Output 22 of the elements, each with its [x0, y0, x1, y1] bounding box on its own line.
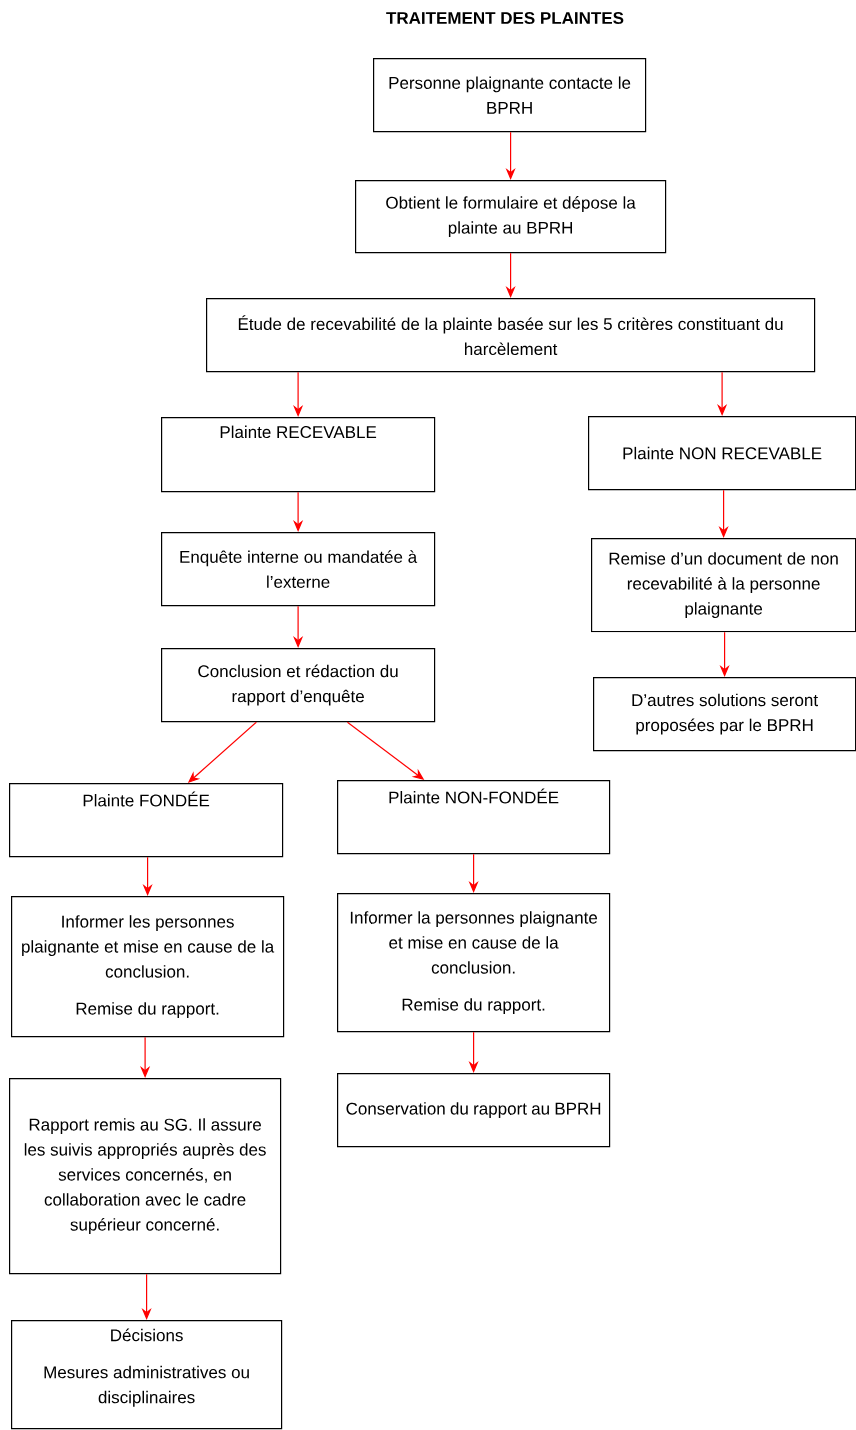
process-box: Personne plaignante contacte le BPRH	[373, 58, 647, 133]
process-box: Plainte RECEVABLE	[161, 417, 436, 493]
arrow	[140, 1036, 151, 1078]
process-box: D’autres solutions seront proposées par le BPRH	[593, 677, 856, 752]
arrow	[293, 371, 304, 417]
process-box: Étude de recevabilité de la plainte basée sur les 5 critères constituant du harcèlement	[206, 298, 816, 373]
process-box: Informer la personnes plaignante et mise en cause de la conclusion. Remise du rapport.	[337, 893, 611, 1033]
process-box: Rapport remis au SG. Il assure les suivis appropriés auprès des services concernés, en collaboration avec le cadre supérieur concerné.	[9, 1078, 282, 1275]
process-box: Informer les personnes plaignante et mise en cause de la conclusion. Remise du rapport.	[11, 896, 285, 1038]
process-box: Conservation du rapport au BPRH	[337, 1073, 611, 1148]
title: TRAITEMENT DES PLAINTES	[386, 12, 624, 24]
arrow	[293, 491, 304, 532]
arrow	[717, 371, 728, 416]
process-box: Enquête interne ou mandatée à l’externe	[161, 532, 436, 607]
process-box: Décisions Mesures administratives ou disciplinaires	[11, 1320, 283, 1430]
process-box: Obtient le formulaire et dépose la plainte au BPRH	[355, 180, 667, 254]
process-box: Plainte NON-FONDÉE	[337, 780, 611, 855]
arrow	[293, 605, 304, 648]
process-box: Conclusion et rédaction du rapport d’enquête	[161, 648, 436, 723]
process-box: Plainte NON RECEVABLE	[588, 416, 856, 491]
process-box: Plainte FONDÉE	[9, 783, 284, 858]
process-box: Remise d’un document de non recevabilité à la personne plaignante	[591, 538, 856, 633]
